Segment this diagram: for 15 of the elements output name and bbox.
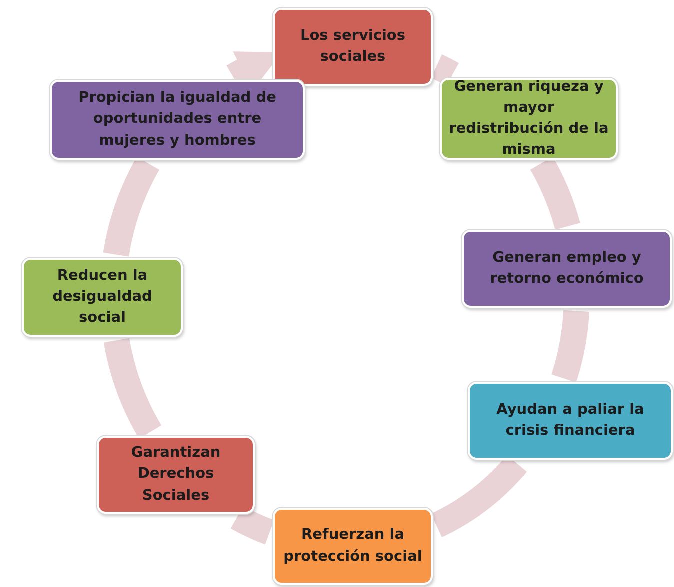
- process-box: [273, 508, 433, 585]
- process-box: [22, 258, 183, 337]
- process-box: [462, 230, 672, 308]
- node-label: Refuerzan la protección social: [282, 526, 424, 566]
- process-box: [273, 8, 433, 86]
- node-label: Los servicios sociales: [299, 26, 407, 67]
- node-label: Ayudan a paliar la crisis financiera: [496, 400, 646, 441]
- process-box: [97, 436, 255, 514]
- node-label: Garantizan Derechos Sociales: [130, 444, 222, 506]
- process-box: [50, 80, 305, 160]
- node-label: Generan riqueza y mayor redistribución de la misma: [448, 78, 610, 160]
- node-label: Reducen la desigualdad social: [52, 266, 154, 328]
- node-label: Generan empleo y retorno económico: [489, 248, 645, 289]
- node-label: Propician la igualdad de oportunidades entre mujeres y hombres: [78, 89, 278, 150]
- process-box: [468, 382, 673, 460]
